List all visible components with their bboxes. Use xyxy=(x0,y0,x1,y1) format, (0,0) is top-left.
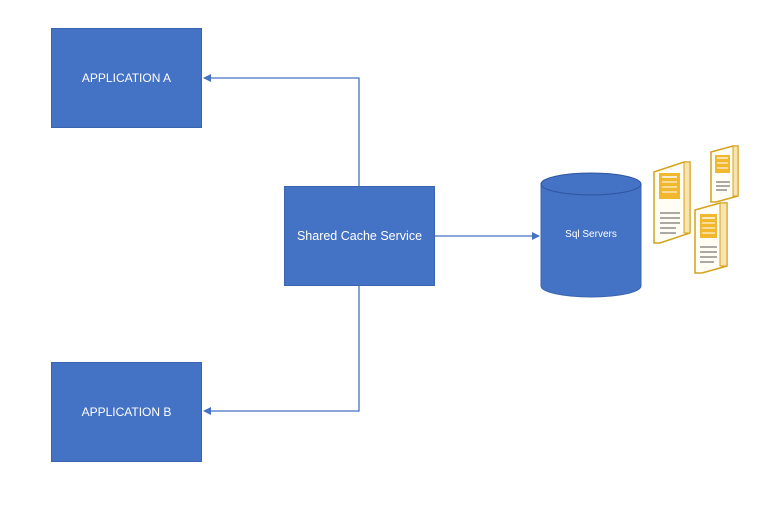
connector-cache-to-application-a xyxy=(203,74,360,186)
sql-servers-label: Sql Servers xyxy=(565,229,617,240)
shared-cache-service-label: Shared Cache Service xyxy=(296,229,423,243)
application-a-node[interactable]: APPLICATION A xyxy=(51,28,202,128)
connector-cache-to-application-b xyxy=(203,286,360,415)
shared-cache-service-node[interactable]: Shared Cache Service xyxy=(284,186,435,286)
application-b-node[interactable]: APPLICATION B xyxy=(51,362,202,462)
database-cylinder-icon xyxy=(540,172,642,298)
server-tower-icon xyxy=(653,145,739,274)
application-a-label: APPLICATION A xyxy=(81,71,172,85)
application-b-label: APPLICATION B xyxy=(81,405,172,419)
